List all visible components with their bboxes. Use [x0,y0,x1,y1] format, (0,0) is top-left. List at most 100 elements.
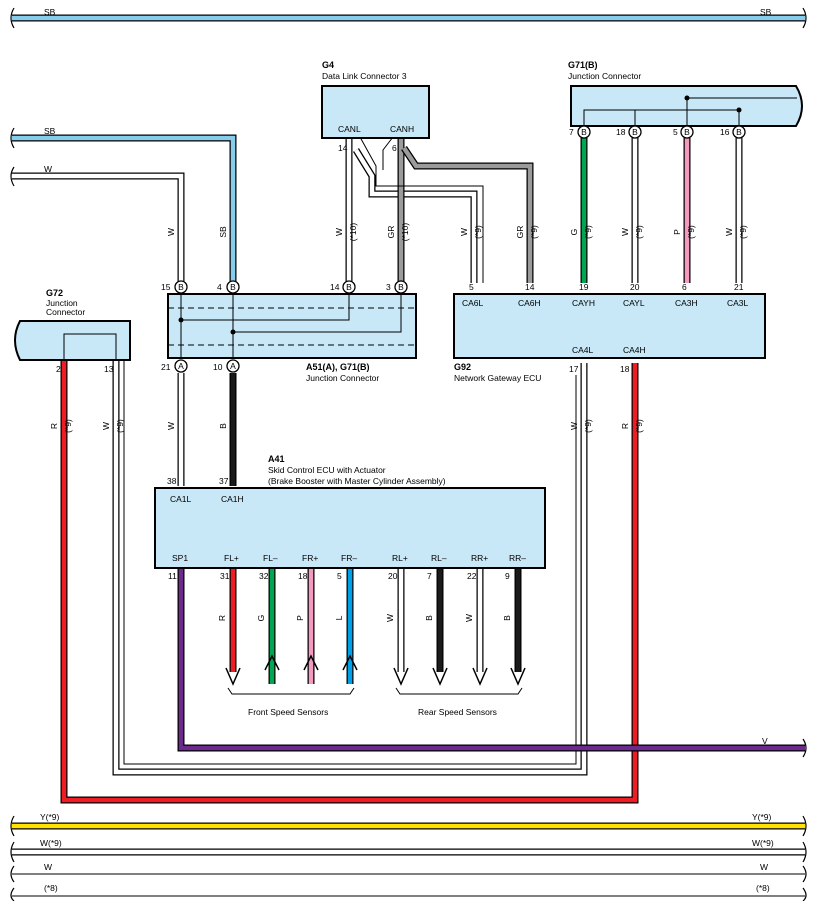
arrow-down-icon [510,667,526,686]
a41-name-1: Skid Control ECU with Actuator [268,465,386,475]
pin-tag-letter: B [178,282,184,292]
arrow-down-icon [225,667,241,686]
wire-g4-canh [397,137,534,283]
g92-pin-num: 6 [682,282,687,292]
g4-box [321,85,430,139]
sensor-wire-color: R [217,615,227,621]
g92-pin-label: CAYL [623,298,645,308]
pin-tag-letter: B [398,282,404,292]
arrow-up-icon [342,654,358,671]
bottom-label-r4: (*8) [756,883,770,893]
g92-name: Network Gateway ECU [454,373,541,383]
g92-code: G92 [454,362,471,372]
g71b-pin-7: 7 [569,127,574,137]
g92-pin-num: 21 [734,282,744,292]
a51-name: Junction Connector [306,373,379,383]
g92-pin-label: CA3L [727,298,749,308]
wire-color-label: (*10) [400,223,410,242]
bottom-label-l3: W [44,862,52,872]
wire-color-label: W [459,228,469,236]
a41-bottom-label: FL+ [224,553,239,563]
pin-tag: B [680,125,694,139]
pin-tag-letter: B [684,127,690,137]
left-w-label: W [44,164,52,174]
a51-code: A51(A), G71(B) [306,362,370,372]
g71b-pin-5: 5 [673,127,678,137]
pin-tag-letter: B [736,127,742,137]
g71b-name: Junction Connector [568,71,641,81]
sensor-wire [342,568,358,684]
wire-w-a51-pin15 [12,172,185,283]
a51-pin-3: 3 [386,282,391,292]
g71b-junction-dot-2 [736,107,742,113]
wire-g4-canl [345,137,478,283]
bottom-label-r3: W [760,862,768,872]
g4-name: Data Link Connector 3 [322,71,407,81]
a41-bottom-pin: 7 [427,571,432,581]
a51-internal-bus [180,294,402,358]
a51-pin-4: 4 [217,282,222,292]
sensor-wire [225,568,241,686]
pin-tag: B [577,125,591,139]
wire-color-label: SB [218,226,228,238]
pin-tag: A [226,359,240,373]
g4-pin-canh: CANH [390,124,414,134]
wire-color-label: (*9) [634,225,644,239]
a41-label-ca1l: CA1L [170,494,192,504]
g71b-internal-bus [583,97,797,126]
pin-tag-letter: A [178,361,184,371]
wire-color-label: W [620,228,630,236]
a41-bottom-pin: 31 [220,571,230,581]
g72-name-1: Junction [46,298,78,308]
wire-color-label: W [166,228,176,236]
wire-color-label: (*9) [529,225,539,239]
a41-bottom-label: RR+ [471,553,488,563]
wire-color-label: GR [515,226,525,239]
bottom-label-l1: Y(*9) [40,812,60,822]
pin-tag-letter: B [230,282,236,292]
wire-color-label: B [218,423,228,429]
wire-color-label: (*9) [738,225,748,239]
sensor-wire-color: W [385,614,395,622]
a41-bottom-label: RR– [509,553,526,563]
arrow-down-icon [432,667,448,686]
wire-color-label: W [101,422,111,430]
bus-break-marks [10,7,807,901]
wire-color-label: P [672,229,682,235]
g92-pin-num: 19 [579,282,589,292]
wire-color-label: (*9) [583,225,593,239]
a41-bottom-label: RL– [431,553,447,563]
wire-color-label: (*9) [634,419,644,433]
pin-tag: A [174,359,188,373]
bottom-label-r2: W(*9) [752,838,774,848]
g92-bottom-label: CA4H [623,345,646,355]
a41-bottom-pin: 32 [259,571,269,581]
a41-bottom-pin: 11 [168,571,177,581]
wire-color-label: (*9) [63,419,73,433]
g71b-pin-18: 18 [616,127,626,137]
g92-pin-label: CAYH [572,298,595,308]
g92-pin-num: 14 [525,282,535,292]
wire-color-label: W [166,422,176,430]
g4-pin-canl: CANL [338,124,361,134]
sensor-wire [472,568,488,686]
wire-red-loop [60,360,639,804]
g72-internal-bus [63,333,117,360]
pin-tag: B [342,280,356,294]
wire-color-label: G [569,229,579,236]
wire-color-label: (*9) [473,225,483,239]
sensor-wire [264,568,280,684]
pin-tag: B [174,280,188,294]
pin-tag-letter: B [632,127,638,137]
sensor-wire [510,568,526,686]
a41-bottom-pin: 5 [337,571,342,581]
a41-pin-37: 37 [219,476,229,486]
pin-tag-letter: B [346,282,352,292]
g92-bottom-label: CA4L [572,345,594,355]
g92-pin-label: CA6H [518,298,541,308]
a41-bottom-pin: 22 [467,571,477,581]
front-sensors-label: Front Speed Sensors [248,707,328,717]
sensor-wire [303,568,319,684]
g92-pin-label: CA3H [675,298,698,308]
